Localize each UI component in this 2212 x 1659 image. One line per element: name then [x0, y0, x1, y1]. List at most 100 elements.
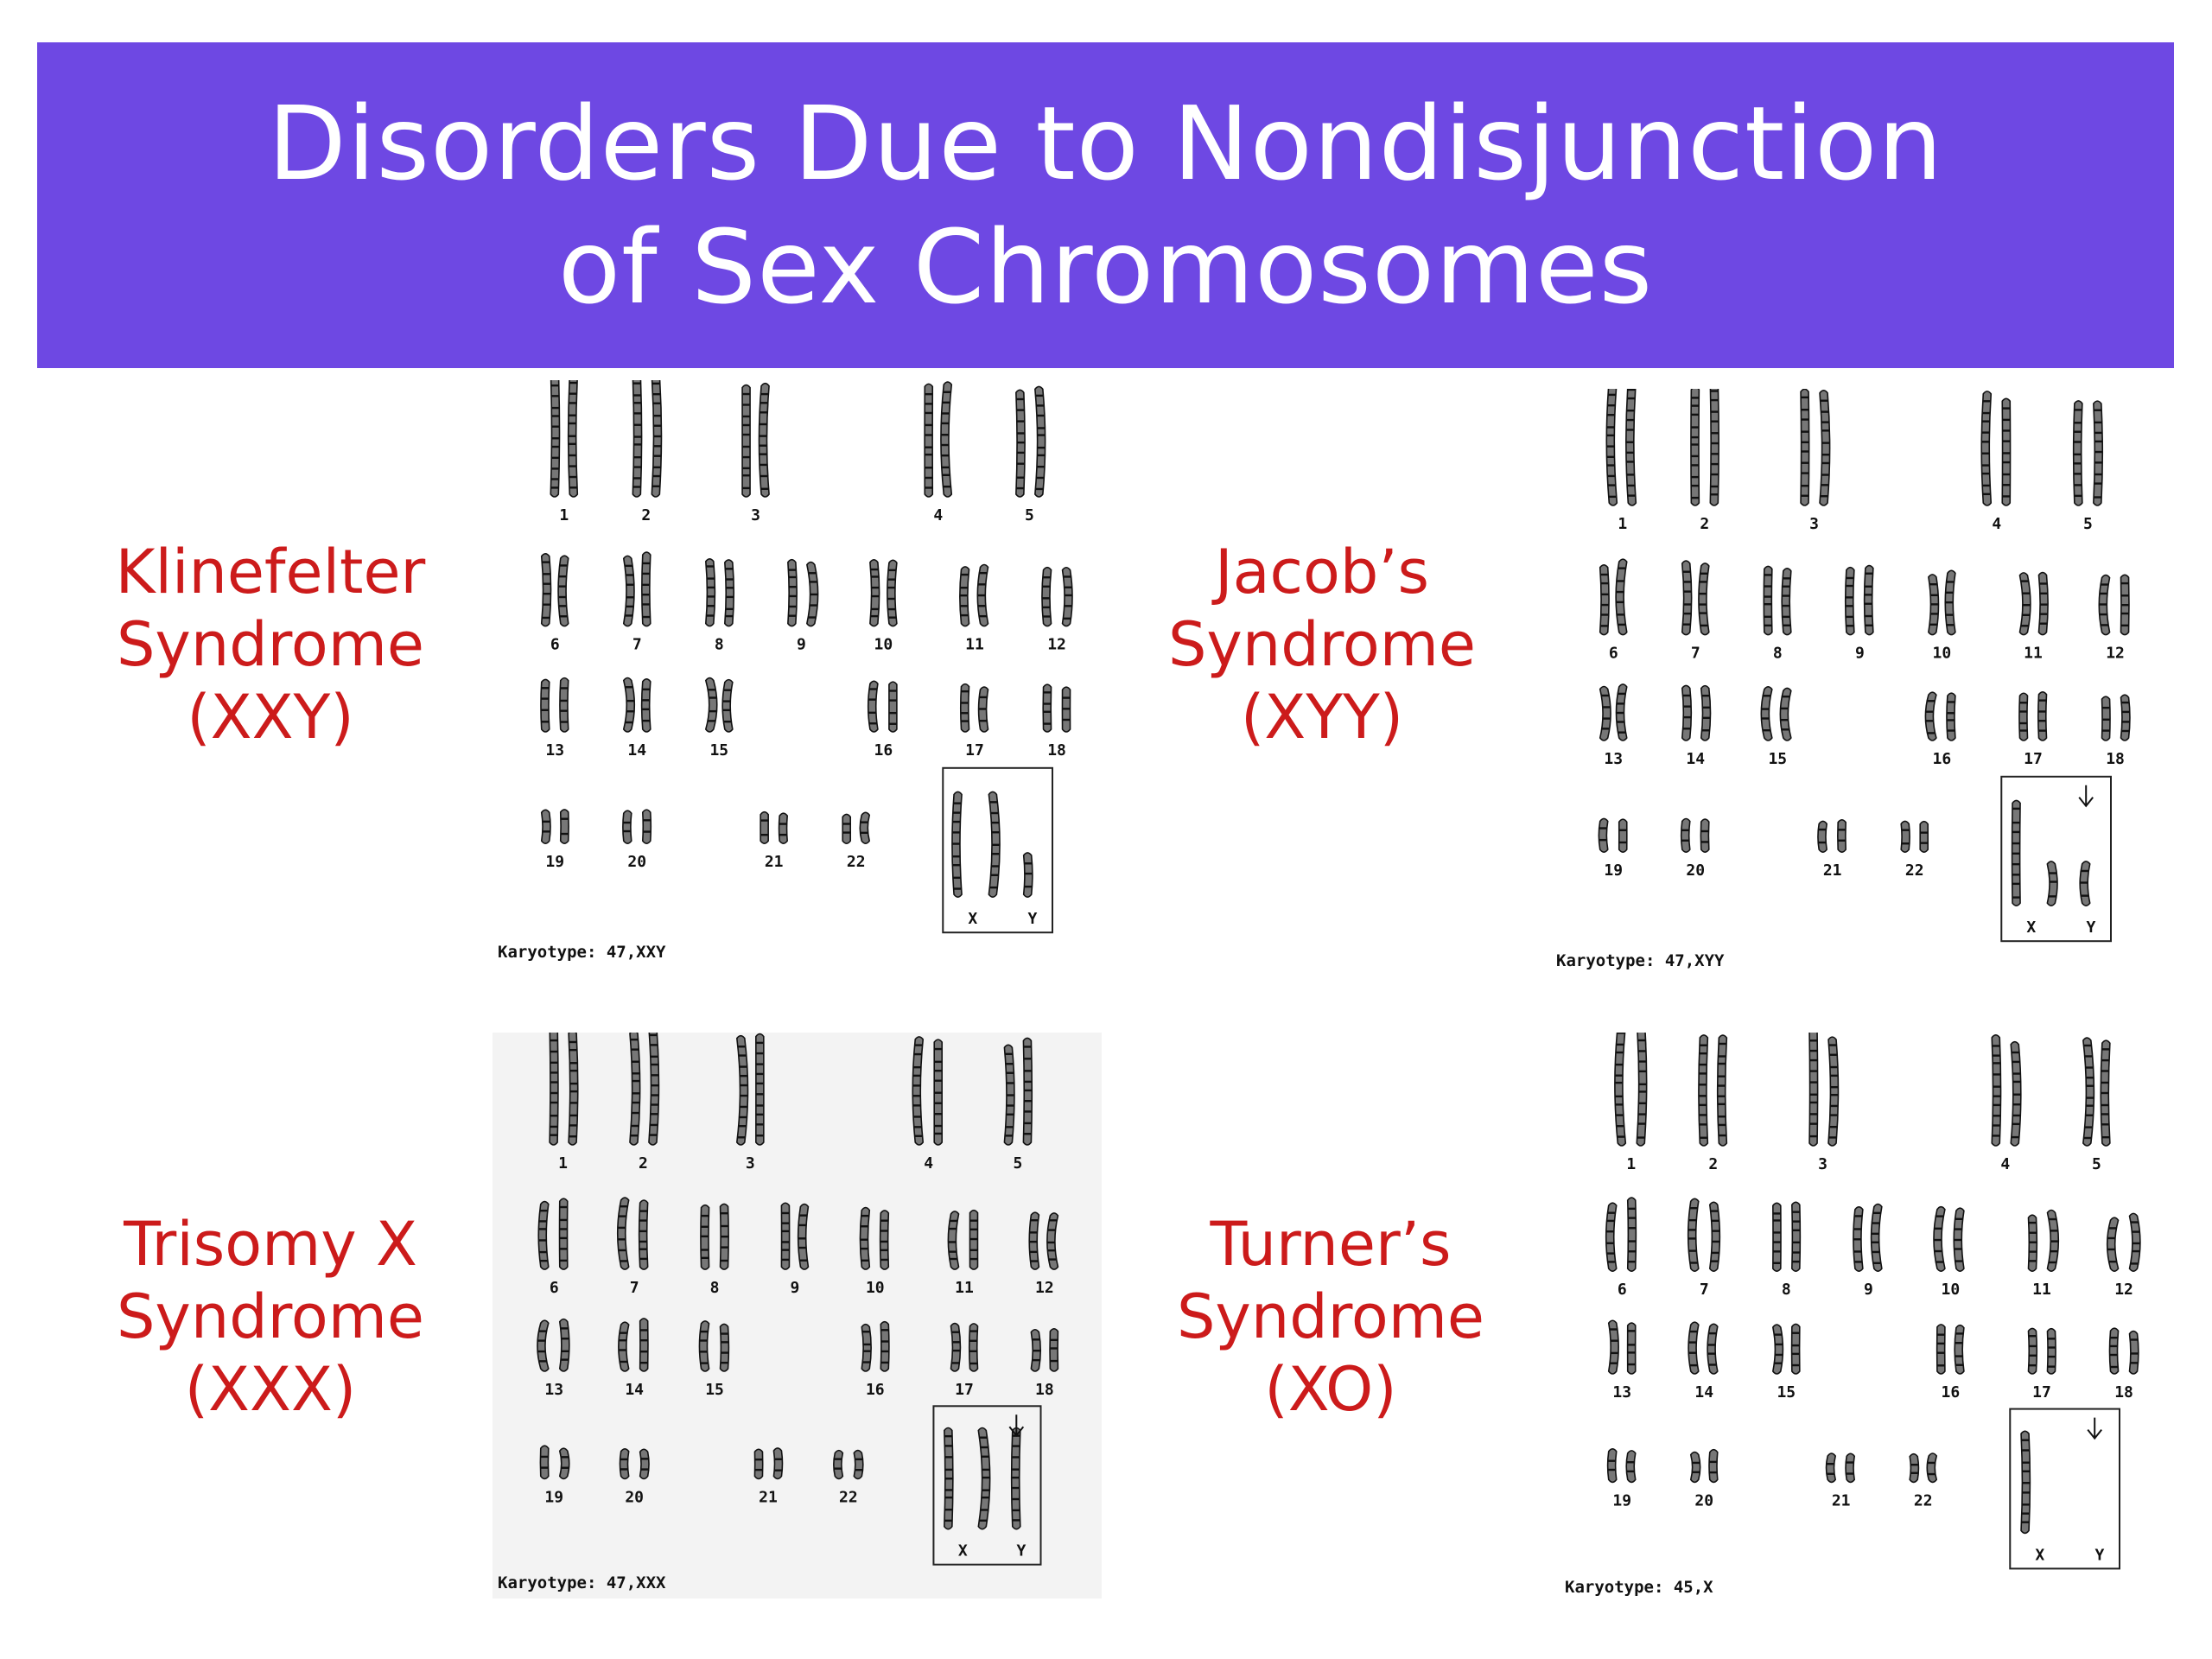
klinefelter-chromosome-3-chromatid-2	[758, 382, 770, 498]
turners-chromosome-16-chromatid-2-body	[1954, 1324, 1965, 1375]
klinefelter-chromosome-12-chromatid-2-body	[1061, 566, 1073, 627]
klinefelter-chromosome-18-chromatid-2	[1061, 686, 1071, 733]
klinefelter-chromosome-7-chromatid-1-body	[622, 555, 635, 627]
trisomy-x-chromosome-13-chromatid-1	[537, 1319, 550, 1372]
jacobs-chromosome-3-chromatid-1	[1800, 389, 1810, 506]
turners-chromosome-1-chromatid-2-body	[1636, 1033, 1648, 1147]
jacobs-number-16: 16	[1933, 750, 1952, 768]
klinefelter-label-line-3: (XXY)	[187, 682, 354, 753]
turners-chromosome-3-chromatid-1-body	[1808, 1033, 1819, 1147]
trisomy-x-number-11: 11	[955, 1279, 974, 1297]
trisomy-x-chromosome-9-chromatid-1	[780, 1202, 791, 1270]
turners-chromosome-21-chromatid-2-body	[1845, 1452, 1856, 1484]
turners-number-X: X	[2035, 1546, 2044, 1564]
jacobs-chromosome-14-chromatid-2-body	[1700, 684, 1712, 741]
jacobs-chromosome-14-chromatid-2	[1700, 684, 1712, 741]
trisomy-x-chromosome-10-chromatid-1	[859, 1206, 871, 1270]
trisomy-x-chromosome-12-chromatid-2-body	[1046, 1212, 1059, 1270]
trisomy-x-number-6: 6	[550, 1279, 559, 1297]
trisomy-x-chromosome-22-chromatid-2-body	[853, 1449, 864, 1480]
klinefelter-number-5: 5	[1025, 506, 1034, 524]
turners-chromosome-4-chromatid-1-body	[1991, 1034, 2002, 1147]
klinefelter-chromosome-2-chromatid-1	[632, 380, 643, 498]
jacobs-chromosome-4-chromatid-1-body	[1980, 391, 1993, 506]
klinefelter-chromosome-21-chromatid-1-body	[760, 810, 769, 844]
jacobs-chromosome-17-chromatid-1	[2018, 692, 2029, 741]
klinefelter-chromosome-21-chromatid-1	[760, 810, 769, 844]
klinefelter-sex-chromosome-Y-3	[1022, 852, 1033, 898]
klinefelter-number-15: 15	[709, 741, 728, 760]
klinefelter-chromosome-2-chromatid-1-body	[632, 380, 643, 498]
klinefelter-number-14: 14	[627, 741, 646, 760]
title-banner: Disorders Due to Nondisjunction of Sex C…	[37, 42, 2174, 368]
trisomy-x-chromosome-11-chromatid-2	[969, 1209, 979, 1270]
klinefelter-chromosome-4-chromatid-2-body	[940, 381, 953, 498]
jacobs-number-7: 7	[1691, 645, 1700, 663]
trisomy-x-chromosome-5-chromatid-2	[1022, 1037, 1033, 1146]
jacobs-label-line-2: Syndrome	[1168, 609, 1476, 680]
jacobs-sex-chromosome-X-1	[2011, 799, 2021, 906]
trisomy-x-number-X: X	[958, 1542, 968, 1560]
trisomy-x-chromosome-22-chromatid-1	[833, 1449, 844, 1480]
turners-chromosome-10-chromatid-1	[1933, 1205, 1946, 1272]
jacobs-number-21: 21	[1823, 861, 1842, 880]
jacobs-chromosome-2-chromatid-2-body	[1709, 389, 1719, 506]
turners-number-7: 7	[1700, 1281, 1709, 1299]
klinefelter-chromosome-16-chromatid-1	[867, 680, 879, 733]
trisomy-x-chromosome-20-chromatid-1	[619, 1447, 630, 1480]
turners-chromosome-4-chromatid-1	[1991, 1034, 2002, 1147]
turners-number-15: 15	[1777, 1383, 1796, 1402]
jacobs-label-line-1: Jacob’s	[1214, 537, 1429, 607]
turners-chromosome-11-chromatid-2	[2046, 1209, 2060, 1272]
trisomy-x-chromosome-2-chromatid-1-body	[629, 1033, 641, 1146]
jacobs-chromosome-20-chromatid-1-body	[1680, 817, 1691, 853]
klinefelter-sex-chromosome-X-1	[951, 791, 963, 898]
turners-chromosome-8-chromatid-2-body	[1791, 1201, 1802, 1272]
klinefelter-chromosome-15-chromatid-2	[721, 678, 734, 733]
turners-chromosome-22-chromatid-1	[1909, 1452, 1920, 1484]
turners-chromosome-19-chromatid-2-body	[1625, 1450, 1637, 1484]
turners-number-1: 1	[1626, 1155, 1636, 1173]
trisomy-x-number-1: 1	[558, 1154, 568, 1173]
trisomy-x-chromosome-1-chromatid-1-body	[549, 1033, 559, 1146]
trisomy-x-chromosome-4-chromatid-2	[933, 1039, 944, 1146]
jacobs-number-1: 1	[1618, 515, 1627, 533]
jacobs-chromosome-8-chromatid-2-body	[1781, 568, 1792, 636]
trisomy-x-chromosome-19-chromatid-1-body	[539, 1445, 550, 1480]
turners-label: Turner’s Syndrome (XO)	[1149, 1208, 1512, 1426]
trisomy-x-chromosome-4-chromatid-1-body	[912, 1036, 925, 1146]
trisomy-x-chromosome-9-chromatid-1-body	[780, 1202, 791, 1270]
turners-chromosome-19-chromatid-1-body	[1606, 1448, 1618, 1484]
trisomy-x-number-21: 21	[759, 1488, 778, 1506]
jacobs-chromosome-7-chromatid-2	[1698, 563, 1710, 636]
klinefelter-chromosome-4-chromatid-1	[924, 383, 934, 498]
klinefelter-chromosome-19-chromatid-1	[540, 809, 551, 844]
turners-chromosome-1-chromatid-1-body	[1614, 1033, 1627, 1147]
jacobs-sex-chromosome-Y-3	[2079, 861, 2091, 906]
jacobs-number-9: 9	[1855, 645, 1865, 663]
trisomy-x-chromosome-18-chromatid-1	[1030, 1328, 1042, 1372]
klinefelter-chromosome-9-chromatid-1	[787, 558, 798, 627]
trisomy-x-chromosome-19-chromatid-1	[539, 1445, 550, 1480]
klinefelter-number-19: 19	[545, 853, 564, 871]
jacobs-chromosome-22-chromatid-2-body	[1919, 820, 1929, 853]
trisomy-x-chromosome-4-chromatid-1	[912, 1036, 925, 1146]
klinefelter-chromosome-3-chromatid-1-body	[741, 384, 751, 498]
klinefelter-chromosome-9-chromatid-2	[805, 561, 819, 627]
klinefelter-chromosome-13-chromatid-1-body	[540, 678, 550, 733]
trisomy-x-chromosome-16-chromatid-2	[880, 1320, 890, 1372]
turners-chromosome-13-chromatid-1-body	[1607, 1319, 1619, 1375]
klinefelter-number-20: 20	[627, 853, 646, 871]
klinefelter-label: Klinefelter Syndrome (XXY)	[89, 536, 452, 753]
jacobs-chromosome-21-chromatid-2	[1837, 818, 1847, 853]
turners-chromosome-14-chromatid-2-body	[1707, 1323, 1719, 1375]
jacobs-chromosome-11-chromatid-1-body	[2018, 572, 2031, 636]
klinefelter-chromosome-1-chromatid-2-body	[567, 380, 579, 498]
trisomy-x-chromosome-14-chromatid-1-body	[618, 1321, 630, 1372]
turners-number-Y: Y	[2095, 1546, 2105, 1564]
jacobs-chromosome-4-chromatid-2	[2001, 397, 2012, 506]
trisomy-x-chromosome-14-chromatid-1	[618, 1321, 630, 1372]
turners-karyotype-label: Karyotype: 45,X	[1565, 1578, 1713, 1597]
turners-number-17: 17	[2032, 1383, 2051, 1402]
